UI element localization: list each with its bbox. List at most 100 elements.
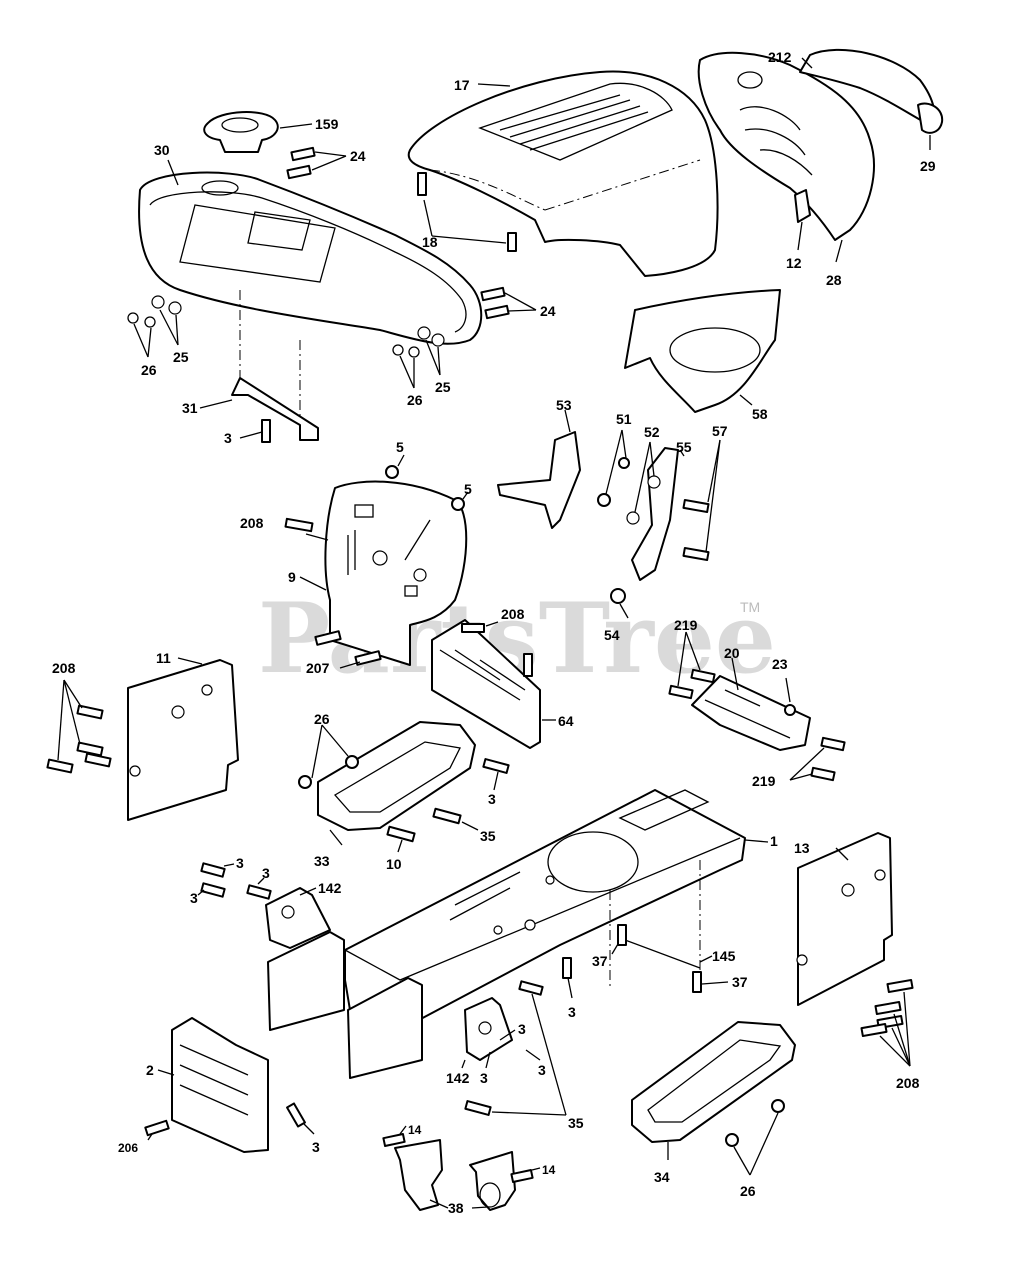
bracket-part-142-upper bbox=[265, 887, 331, 949]
callout-2: 2 bbox=[146, 1062, 154, 1078]
callout-208-right: 208 bbox=[896, 1075, 920, 1091]
callout-26-lower: 26 bbox=[740, 1183, 756, 1199]
bolt-part-24-upper bbox=[286, 146, 316, 180]
callout-51: 51 bbox=[616, 411, 632, 427]
callout-17: 17 bbox=[454, 77, 470, 93]
bolts-part-219-bottom bbox=[810, 736, 846, 782]
callout-26-left: 26 bbox=[141, 362, 157, 378]
callout-3-frame: 3 bbox=[568, 1004, 576, 1020]
plate-part-2 bbox=[171, 931, 423, 1153]
bolt-part-208-console bbox=[461, 623, 533, 677]
knob-part-159 bbox=[203, 111, 279, 153]
bolt-part-3-frame bbox=[562, 957, 572, 979]
hardware-part-25-26-left bbox=[127, 295, 182, 328]
bracket-part-53 bbox=[497, 431, 581, 529]
callout-31: 31 bbox=[182, 400, 198, 416]
callout-26-right: 26 bbox=[407, 392, 423, 408]
part-29 bbox=[917, 102, 944, 134]
grommet-part-5-b bbox=[451, 497, 465, 511]
callout-219-bottom: 219 bbox=[752, 773, 776, 789]
hood-part-17 bbox=[407, 70, 719, 277]
bolt-part-208-dash bbox=[284, 517, 314, 533]
callout-3-142-c: 3 bbox=[190, 890, 198, 906]
callout-57: 57 bbox=[712, 423, 728, 439]
bolts-part-219-top bbox=[668, 668, 716, 700]
bolt-part-10 bbox=[386, 825, 416, 843]
callout-5-b: 5 bbox=[464, 481, 472, 497]
nuts-part-26-lower bbox=[725, 1099, 785, 1147]
bolts-part-208-left bbox=[46, 704, 112, 774]
dash-panel-part-58 bbox=[624, 289, 781, 413]
callout-208-left: 208 bbox=[52, 660, 76, 676]
nuts-part-26-footrest bbox=[298, 755, 359, 789]
callout-18: 18 bbox=[422, 234, 438, 250]
knob-part-54 bbox=[610, 588, 626, 604]
callout-64: 64 bbox=[558, 713, 574, 729]
callout-28: 28 bbox=[826, 272, 842, 288]
bracket-part-142-lower bbox=[464, 997, 513, 1061]
callout-25-right: 25 bbox=[435, 379, 451, 395]
callout-58: 58 bbox=[752, 406, 768, 422]
bolts-part-208-right bbox=[860, 978, 914, 1038]
panel-part-11 bbox=[127, 659, 239, 821]
grille-part-28 bbox=[697, 51, 875, 241]
bolt-part-3-fender bbox=[261, 419, 271, 443]
callout-3-footrest: 3 bbox=[488, 791, 496, 807]
callout-53: 53 bbox=[556, 397, 572, 413]
part-18 bbox=[417, 172, 517, 252]
clip-part-12 bbox=[794, 189, 811, 223]
callout-20: 20 bbox=[724, 645, 740, 661]
callout-24-right: 24 bbox=[540, 303, 556, 319]
callout-37-right: 37 bbox=[732, 974, 748, 990]
footrest-part-34 bbox=[631, 1021, 796, 1143]
callout-54: 54 bbox=[604, 627, 620, 643]
panel-part-13 bbox=[796, 832, 893, 1006]
bolt-part-206 bbox=[144, 1119, 170, 1137]
callout-14-left: 14 bbox=[408, 1123, 422, 1137]
callout-3-142l-b: 3 bbox=[480, 1070, 488, 1086]
callout-11: 11 bbox=[156, 650, 171, 666]
callout-3-plate: 3 bbox=[312, 1139, 320, 1155]
bolts-part-57 bbox=[682, 498, 710, 562]
callout-208-console: 208 bbox=[501, 606, 525, 622]
bolts-part-207 bbox=[314, 630, 382, 666]
plate-part-20 bbox=[691, 675, 811, 751]
console-part-64 bbox=[431, 619, 541, 749]
footrest-part-33 bbox=[317, 721, 476, 831]
callout-13: 13 bbox=[794, 840, 810, 856]
callout-37-left: 37 bbox=[592, 953, 608, 969]
bracket-part-55 bbox=[631, 447, 679, 581]
callout-145: 145 bbox=[712, 948, 736, 964]
bolts-part-35-lower bbox=[464, 980, 544, 1116]
dash-part-9 bbox=[324, 480, 468, 666]
callout-29: 29 bbox=[920, 158, 936, 174]
callout-26-footrest: 26 bbox=[314, 711, 330, 727]
bracket-part-31 bbox=[231, 377, 319, 441]
callout-52: 52 bbox=[644, 424, 660, 440]
callout-9: 9 bbox=[288, 569, 296, 585]
watermark-trademark: TM bbox=[740, 599, 760, 615]
callout-35-footrest: 35 bbox=[480, 828, 496, 844]
hardware-part-25-26-right bbox=[392, 326, 445, 358]
callout-35-lower: 35 bbox=[568, 1115, 584, 1131]
bolts-part-3-142-upper bbox=[200, 862, 272, 900]
callout-10: 10 bbox=[386, 856, 402, 872]
callout-206: 206 bbox=[118, 1141, 138, 1155]
callout-3-142l-c: 3 bbox=[538, 1062, 546, 1078]
callout-159: 159 bbox=[315, 116, 339, 132]
fender-part-30 bbox=[138, 171, 483, 345]
callout-142-lower: 142 bbox=[446, 1070, 470, 1086]
callout-3-fender: 3 bbox=[224, 430, 232, 446]
callout-5-a: 5 bbox=[396, 439, 404, 455]
bolt-part-24-right bbox=[480, 286, 510, 320]
callout-55: 55 bbox=[676, 439, 692, 455]
callout-3-142-b: 3 bbox=[262, 865, 270, 881]
callout-3-142-a: 3 bbox=[236, 855, 244, 871]
callout-207: 207 bbox=[306, 660, 330, 676]
brackets-part-38 bbox=[394, 1139, 516, 1211]
callout-25-left: 25 bbox=[173, 349, 189, 365]
bolt-part-35-footrest bbox=[432, 807, 462, 825]
callout-208-dash: 208 bbox=[240, 515, 264, 531]
frame-part-1 bbox=[344, 789, 746, 1031]
bolt-part-3-footrest bbox=[482, 758, 510, 774]
